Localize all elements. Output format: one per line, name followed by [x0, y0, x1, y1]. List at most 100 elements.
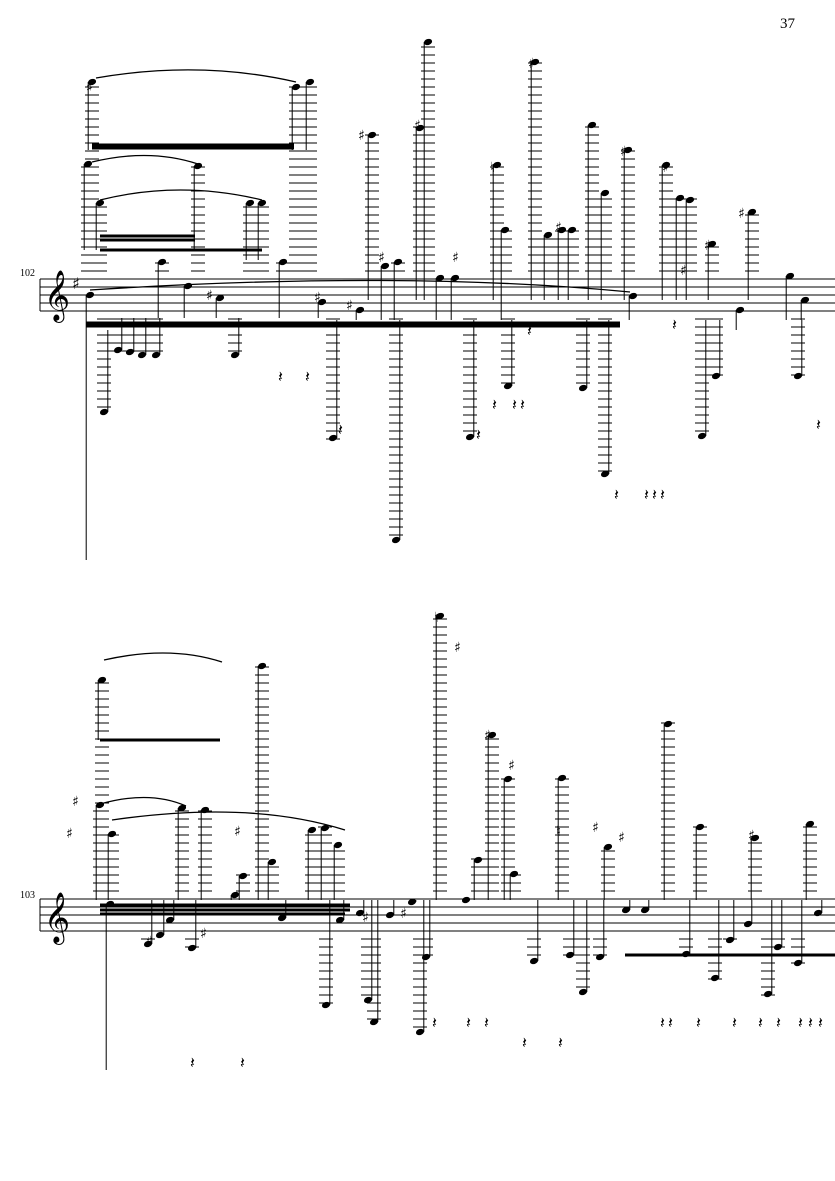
note-head [663, 720, 673, 728]
treble-clef: 𝄞 [44, 892, 70, 945]
note-head [267, 858, 277, 866]
rest: 𝄽 [240, 1053, 245, 1072]
sharp-sign: ♯ [66, 826, 73, 842]
note-head [530, 58, 540, 66]
rest: 𝄽 [190, 1053, 195, 1072]
natural-sign: ♮ [434, 610, 439, 626]
rest: 𝄽 [338, 420, 343, 439]
note-head [335, 916, 345, 924]
staff-1 [39, 278, 835, 312]
note-head [500, 226, 510, 234]
note-head [328, 434, 338, 442]
natural-sign: ♮ [490, 160, 495, 176]
note-head [805, 820, 815, 828]
slur [95, 69, 297, 83]
note-head [385, 911, 395, 919]
rest: 𝄽 [758, 1013, 763, 1032]
rest: 𝄽 [660, 485, 665, 504]
note-head [473, 856, 483, 864]
treble-clef: 𝄞 [44, 270, 70, 323]
note-head [305, 78, 315, 86]
note-head [503, 382, 513, 390]
note-head [177, 804, 187, 812]
note-head [710, 974, 720, 982]
sharp-sign: ♯ [704, 238, 711, 254]
sharp-sign: ♯ [414, 118, 421, 134]
note-head [763, 990, 773, 998]
rest: 𝄽 [614, 485, 619, 504]
note-head [557, 774, 567, 782]
sharp-sign: ♯ [680, 263, 687, 279]
note-head [355, 306, 365, 314]
note-head [578, 988, 588, 996]
rest: 𝄽 [466, 1013, 471, 1032]
note-head [363, 996, 373, 1004]
rest: 𝄽 [527, 321, 532, 340]
rest: 𝄽 [798, 1013, 803, 1032]
sharp-sign: ♯ [528, 56, 535, 72]
note-head [735, 306, 745, 314]
sharp-sign: ♯ [362, 910, 369, 926]
note-head [743, 920, 753, 928]
rest: 𝄽 [432, 1013, 437, 1032]
note-head [369, 1018, 379, 1026]
sharp-sign: ♯ [378, 250, 385, 266]
note-head [113, 346, 123, 354]
note-head [543, 231, 553, 239]
rest: 𝄽 [816, 415, 821, 434]
note-head [83, 160, 93, 168]
sharp-sign: ♯ [146, 934, 153, 950]
rest: 𝄽 [672, 315, 677, 334]
page-number: 37 [780, 16, 795, 32]
note-head [623, 146, 633, 154]
note-head [97, 676, 107, 684]
note-head [187, 944, 197, 952]
note-head [320, 824, 330, 832]
note-head [355, 909, 365, 917]
slur [103, 652, 223, 663]
note-head [125, 348, 135, 356]
sharp-sign: ♯ [400, 906, 407, 922]
system-2: 𝄞 ♯♯♯♯♯♯♯♯♯♯♯♯♯♮♮𝄽𝄽𝄽𝄽𝄽𝄽𝄽𝄽𝄽𝄽𝄽𝄽𝄽𝄽𝄽𝄽 [39, 610, 835, 1072]
note-head [215, 294, 225, 302]
note-head [675, 194, 685, 202]
note-head [230, 351, 240, 359]
note-head [509, 870, 519, 878]
rest: 𝄽 [558, 1033, 563, 1052]
sharp-sign: ♯ [452, 250, 459, 266]
note-head [800, 296, 810, 304]
slur [91, 154, 199, 165]
rest: 𝄽 [732, 1013, 737, 1032]
note-head [393, 258, 403, 266]
sharp-sign: ♯ [620, 144, 627, 160]
note-head [157, 258, 167, 266]
key-sharp: ♯ [72, 274, 80, 293]
slur [99, 796, 187, 807]
rest: 𝄽 [776, 1013, 781, 1032]
note-head [640, 906, 650, 914]
note-head [529, 957, 539, 965]
note-head [245, 199, 255, 207]
note-head [278, 258, 288, 266]
note-head [333, 841, 343, 849]
note-head [750, 834, 760, 842]
note-head [165, 916, 175, 924]
note-head [238, 872, 248, 880]
rest: 𝄽 [696, 1013, 701, 1032]
note-head [257, 662, 267, 670]
note-head [407, 898, 417, 906]
measure-number: 103 [20, 890, 35, 901]
note-head [600, 470, 610, 478]
note-head [317, 298, 327, 306]
note-head [423, 38, 433, 46]
sharp-sign: ♯ [738, 206, 745, 222]
sharp-sign: ♯ [748, 828, 755, 844]
notes-2: ♯♯♯♯♯♯♯♯♯♯♯♯♯♮♮𝄽𝄽𝄽𝄽𝄽𝄽𝄽𝄽𝄽𝄽𝄽𝄽𝄽𝄽𝄽𝄽 [66, 610, 835, 1072]
rest: 𝄽 [818, 1013, 823, 1032]
notes-1: ♯♯♯♯♯♯♯♯♯♯♯♯♯♯♯♮𝄽𝄽𝄽𝄽𝄽𝄽𝄽𝄽𝄽𝄽𝄽𝄽𝄽𝄽 [81, 38, 821, 560]
note-head [567, 226, 577, 234]
rest: 𝄽 [492, 395, 497, 414]
note-head [277, 914, 287, 922]
note-head [685, 196, 695, 204]
